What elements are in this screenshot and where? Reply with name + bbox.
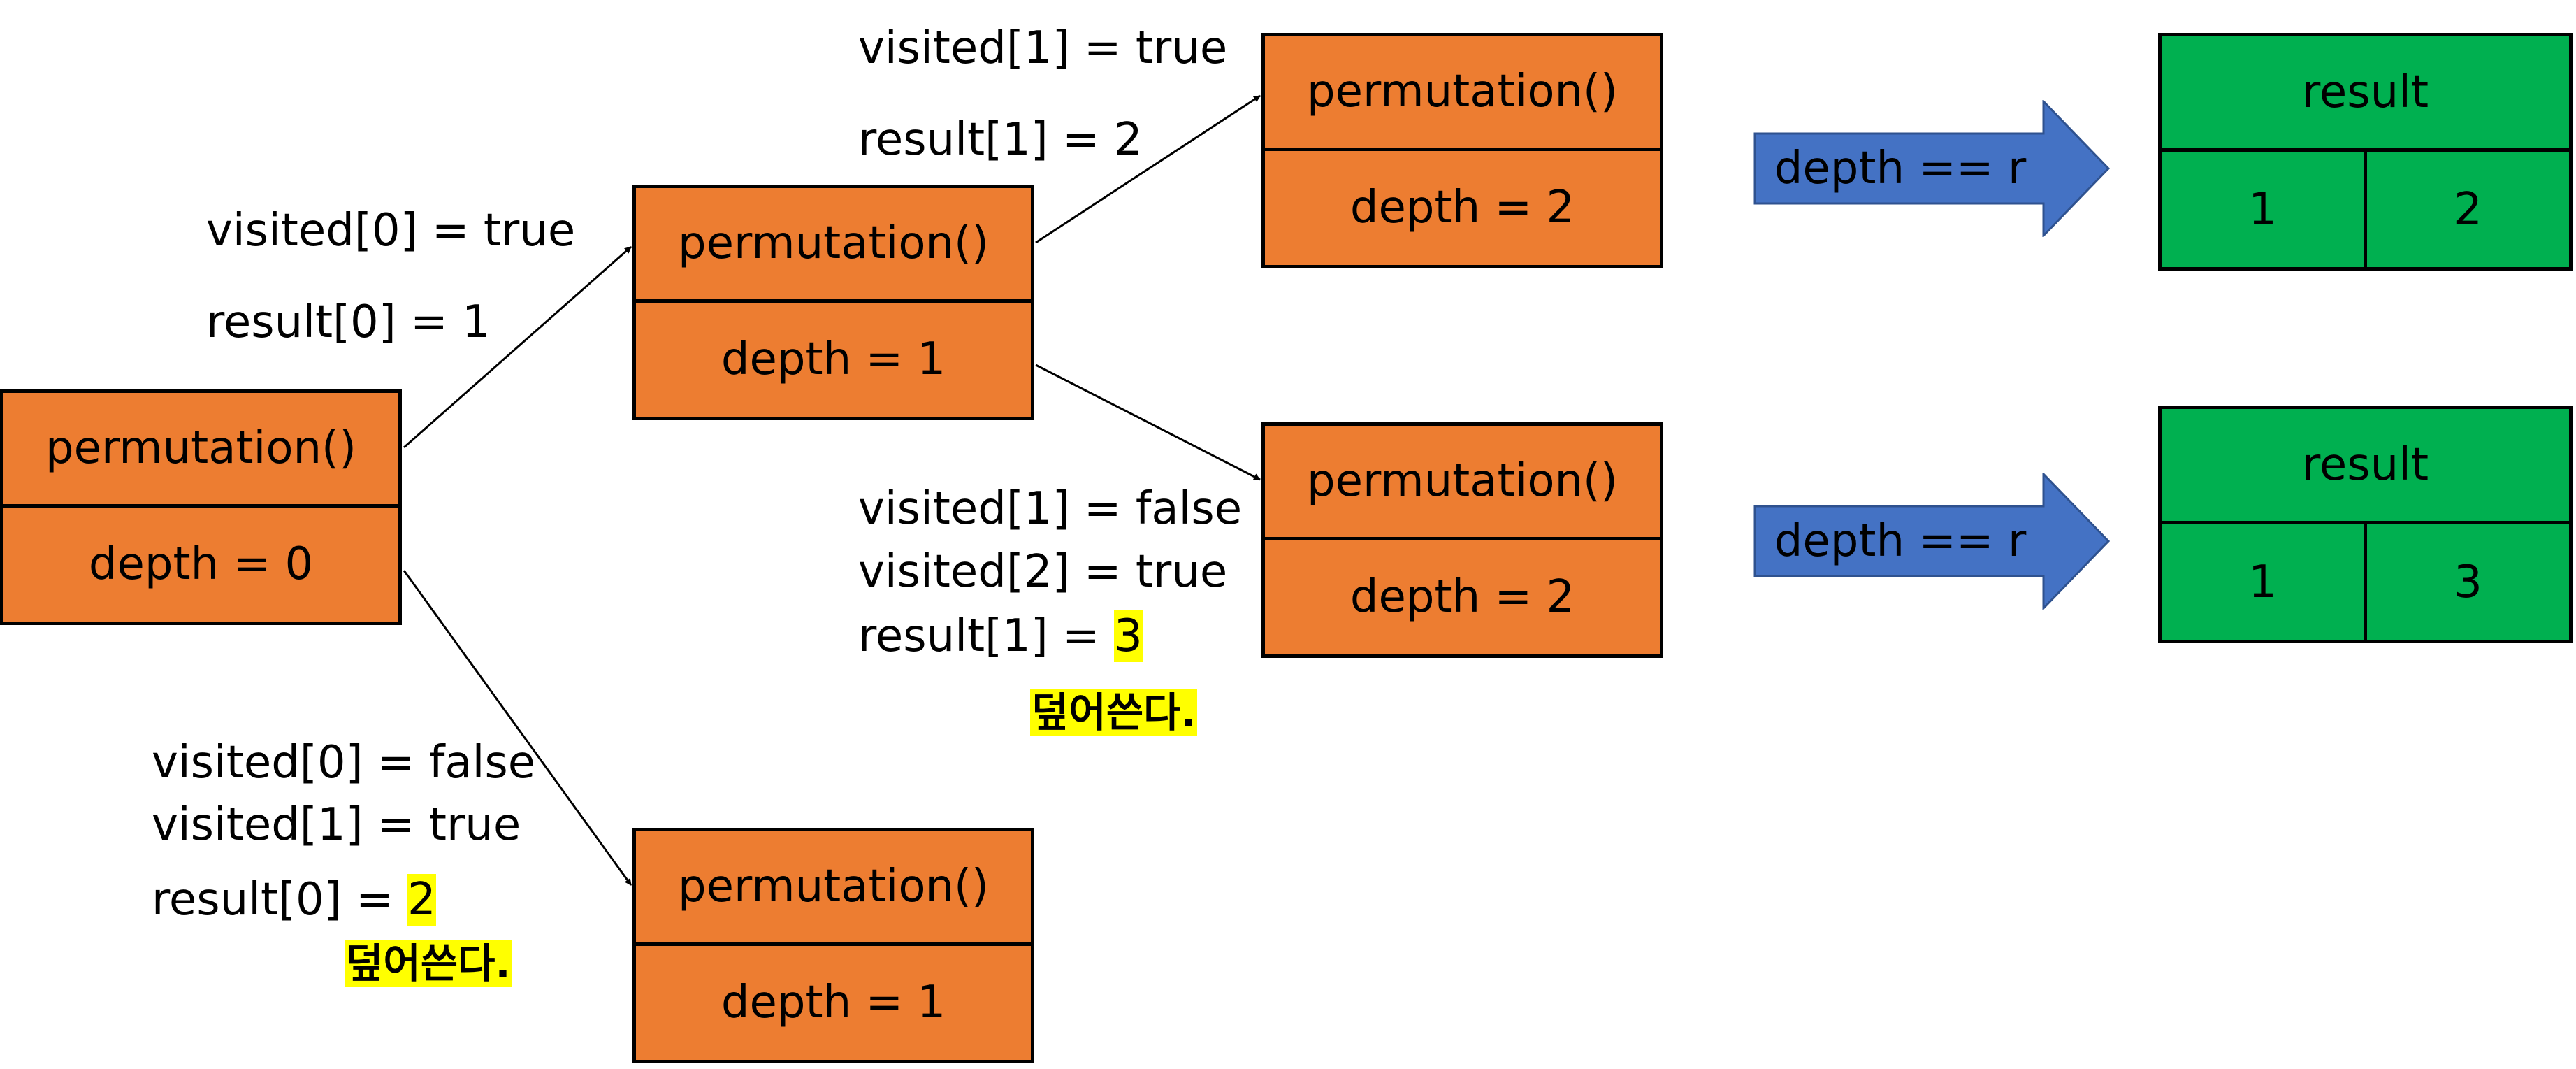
edge-mid-top-to-leaf-top [1035, 94, 1261, 244]
arrow-top-label: depth == r [1774, 143, 2027, 194]
node-mid-bottom: permutation() depth = 1 [632, 828, 1034, 1063]
edge-mid-top-to-leaf-bottom [1035, 364, 1261, 481]
result-bottom-cell-0: 1 [2248, 556, 2277, 608]
node-mid-top: permutation() depth = 1 [632, 185, 1034, 420]
arrow-depth-check-bottom: depth == r [1753, 473, 2110, 610]
result-table-bottom: result 1 3 [2158, 406, 2573, 643]
label-b-result: result[0] = 2 [152, 874, 436, 926]
node-leaf-top: permutation() depth = 2 [1261, 33, 1663, 268]
label-c-result: result[1] = 2 [858, 114, 1143, 166]
result-top-cell-1: 2 [2364, 152, 2569, 267]
label-d-result-prefix: result[1] = [858, 610, 1115, 662]
label-d-result: result[1] = 3 [858, 610, 1143, 662]
node-leaf-top-func: permutation() [1265, 36, 1660, 151]
result-top-title: result [2162, 36, 2569, 152]
arrow-depth-check-top: depth == r [1753, 100, 2110, 237]
node-root: permutation() depth = 0 [0, 389, 402, 625]
node-mid-bottom-depth: depth = 1 [721, 977, 946, 1029]
edge-root-to-mid-top [403, 245, 632, 449]
label-a-visited: visited[0] = true [206, 205, 576, 257]
label-a-result: result[0] = 1 [206, 296, 491, 348]
block-arrow-icon [1753, 100, 2110, 237]
label-d-visited2: visited[2] = true [858, 546, 1228, 598]
label-d-visited1: visited[1] = false [858, 483, 1243, 535]
node-root-depth: depth = 0 [88, 538, 314, 591]
label-b-result-prefix: result[0] = [152, 874, 408, 926]
node-mid-bottom-func: permutation() [636, 831, 1031, 946]
node-leaf-bottom: permutation() depth = 2 [1261, 422, 1663, 658]
label-b-visited1: visited[1] = true [152, 799, 521, 851]
result-top-cell-0: 1 [2248, 183, 2277, 236]
label-c-visited: visited[1] = true [858, 22, 1228, 74]
node-leaf-bottom-func: permutation() [1265, 426, 1660, 540]
node-mid-top-depth: depth = 1 [721, 333, 946, 386]
edge-root-to-mid-bottom [403, 570, 632, 886]
arrow-bottom-label: depth == r [1774, 515, 2027, 567]
node-leaf-bottom-depth: depth = 2 [1349, 571, 1575, 624]
node-mid-top-func: permutation() [636, 188, 1031, 303]
block-arrow-icon [1753, 473, 2110, 610]
label-b-result-value: 2 [407, 874, 436, 926]
result-table-top: result 1 2 [2158, 33, 2573, 271]
node-leaf-top-depth: depth = 2 [1349, 182, 1575, 234]
result-bottom-title: result [2162, 409, 2569, 524]
note-b-overwrite: 덮어쓴다. [345, 940, 512, 987]
result-bottom-cell-1: 3 [2364, 524, 2569, 640]
node-root-func: permutation() [3, 393, 398, 508]
label-b-visited0: visited[0] = false [152, 737, 536, 789]
label-d-result-value: 3 [1114, 610, 1143, 662]
note-d-overwrite: 덮어쓴다. [1030, 689, 1198, 736]
